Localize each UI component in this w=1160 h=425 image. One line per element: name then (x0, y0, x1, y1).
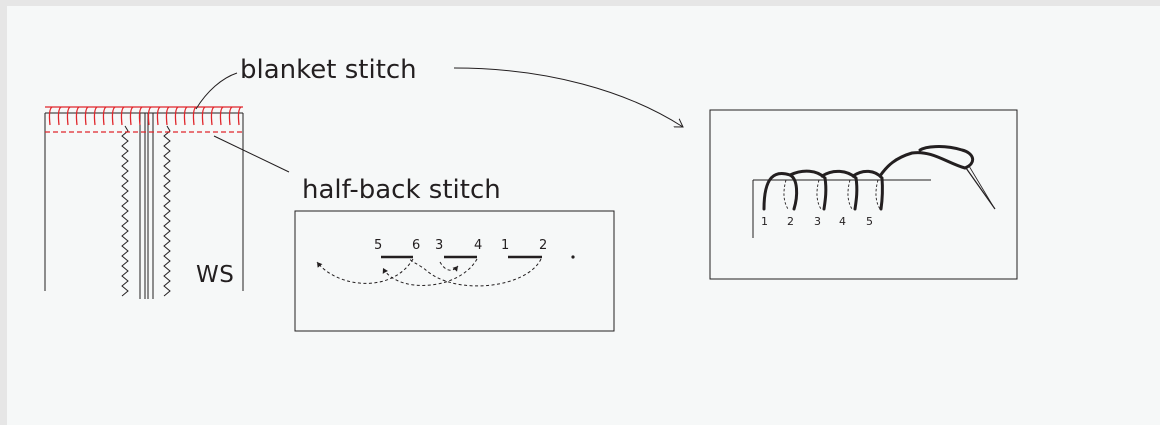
garment-panel (44, 112, 244, 299)
half-back-stitch-detail: 5 6 3 4 1 2 (294, 210, 615, 332)
hb-number-3: 3 (435, 238, 443, 253)
hb-number-5: 5 (374, 238, 382, 253)
blanket-detail-arrow (453, 67, 683, 127)
bs-number-1: 1 (761, 215, 768, 228)
blanket-callout-leader (195, 72, 238, 110)
bs-number-4: 4 (839, 215, 846, 228)
half-back-stitch-label: half-back stitch (302, 175, 501, 205)
hb-number-2: 2 (539, 238, 547, 253)
hb-number-6: 6 (412, 238, 420, 253)
half-back-callout-leader (213, 135, 290, 173)
bs-number-2: 2 (787, 215, 794, 228)
blanket-stitch-hem (45, 106, 243, 126)
blanket-stitch-label: blanket stitch (240, 55, 417, 85)
hb-number-4: 4 (474, 238, 482, 253)
overcast-seam-left (121, 125, 129, 297)
stitch-diagram: WS blanket stitch half-back stitch 5 6 3… (44, 55, 1018, 332)
wrong-side-label: WS (196, 262, 234, 288)
bs-number-5: 5 (866, 215, 873, 228)
hb-number-1: 1 (501, 238, 509, 253)
overcast-seam-right (163, 125, 171, 297)
bs-number-3: 3 (814, 215, 821, 228)
blanket-stitch-detail: 1 2 3 4 5 (709, 109, 1018, 280)
diagram-canvas: WS blanket stitch half-back stitch 5 6 3… (7, 6, 1160, 425)
